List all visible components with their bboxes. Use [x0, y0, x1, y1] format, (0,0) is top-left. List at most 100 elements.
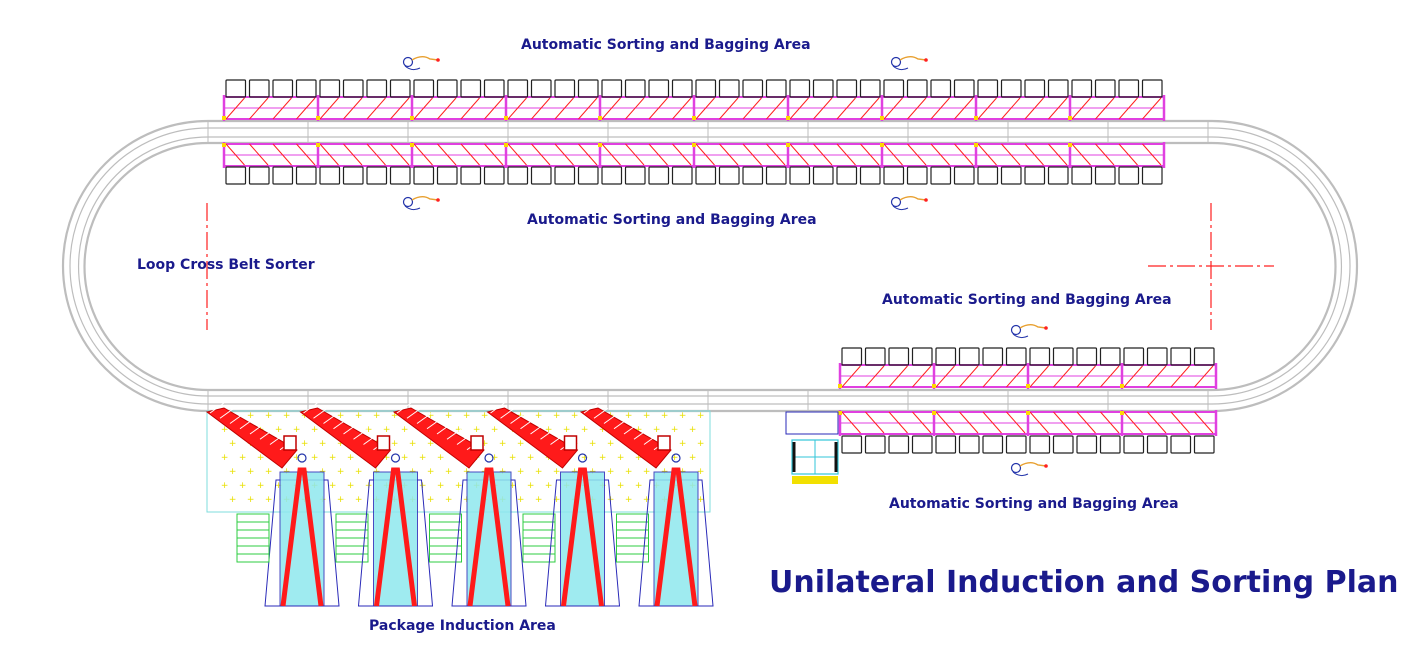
chute-diagonal	[865, 411, 885, 434]
floor-mark: +	[643, 467, 651, 477]
chute-diagonal	[935, 411, 955, 434]
chute-marker	[880, 143, 884, 147]
bag-slot	[1052, 347, 1074, 366]
floor-mark: +	[275, 481, 283, 491]
chute-diagonal	[930, 97, 950, 120]
chute-diagonal	[390, 97, 410, 120]
bag-slot	[742, 79, 764, 98]
chute-marker	[786, 143, 790, 147]
bag-slot	[413, 79, 435, 98]
stair-step	[236, 513, 270, 523]
bag-slot	[1193, 435, 1215, 454]
floor-mark: +	[293, 425, 301, 435]
floor-mark: +	[265, 411, 273, 421]
belt-roller	[643, 434, 659, 445]
area-label-middle: Automatic Sorting and Bagging Area	[527, 212, 817, 228]
belt-roller	[249, 423, 265, 435]
stair-step	[236, 545, 270, 555]
chute-bank-top-inner	[222, 142, 1166, 185]
chute-diagonal	[1123, 365, 1143, 388]
bag-slot	[1123, 435, 1145, 454]
belt-roller	[219, 407, 235, 419]
floor-mark: +	[337, 495, 345, 505]
stair-step	[335, 553, 369, 563]
bag-slot	[483, 166, 505, 185]
chute-diagonal	[1006, 365, 1026, 388]
floor-mark: +	[427, 411, 435, 421]
chute-diagonal	[742, 143, 762, 166]
bag-slot	[977, 166, 999, 185]
floor-mark: +	[653, 425, 661, 435]
bag-slot	[1029, 435, 1051, 454]
bag-slot	[648, 166, 670, 185]
chute-diagonal	[272, 143, 292, 166]
floor-mark: +	[383, 425, 391, 435]
floor-mark: +	[527, 453, 535, 463]
bag-slot	[1076, 435, 1098, 454]
chute-diagonal	[625, 97, 645, 120]
chute-diagonal	[390, 143, 410, 166]
station-funnel	[638, 479, 714, 607]
stair-step	[429, 521, 462, 531]
station-operator	[577, 453, 588, 463]
floor-mark: +	[355, 467, 363, 477]
station-control-box	[283, 435, 297, 451]
bag-slot	[342, 79, 364, 98]
chute-diagonal	[1147, 365, 1167, 388]
floor-mark: +	[679, 439, 687, 449]
belt-roller	[633, 428, 649, 440]
floor-mark: +	[427, 467, 435, 477]
belt-roller	[510, 413, 525, 424]
floor-mark: +	[257, 453, 265, 463]
chute-diagonal	[1095, 143, 1115, 166]
induction-stations: ++++++++++++++++++++++++++++++++++++++++…	[205, 402, 714, 607]
stair-step	[429, 537, 462, 547]
floor-mark: +	[229, 495, 237, 505]
chute-diagonal	[1170, 411, 1190, 434]
floor-mark: +	[373, 411, 381, 421]
floor-mark: +	[509, 453, 517, 463]
operator-hand	[924, 58, 928, 62]
station-operator	[297, 453, 307, 463]
bag-slot	[1141, 79, 1163, 98]
chute-diagonal	[531, 143, 551, 166]
floor-mark: +	[329, 481, 337, 491]
chute-diagonal	[1071, 143, 1091, 166]
chute-diagonal	[1071, 97, 1091, 120]
chute-diagonal	[554, 143, 574, 166]
floor-mark: +	[697, 439, 705, 449]
stair-step	[429, 513, 462, 523]
floor-mark: +	[419, 453, 427, 463]
chute-marker	[1068, 116, 1072, 120]
operator-icon	[1010, 462, 1048, 477]
bag-slot	[342, 166, 364, 185]
floor-mark: +	[337, 439, 345, 449]
floor-mark: +	[337, 467, 345, 477]
chute-diagonal	[1048, 143, 1068, 166]
chute-diagonal	[742, 97, 762, 120]
chute-bank-top-outer	[222, 79, 1166, 121]
operator-icon	[402, 196, 440, 211]
floor-mark: +	[445, 467, 453, 477]
chute-diagonal	[977, 143, 997, 166]
operator-icon	[890, 56, 928, 71]
floor-mark: +	[221, 425, 229, 435]
belt-roller	[363, 434, 378, 445]
floor-mark: +	[563, 425, 571, 435]
chute-diagonal	[912, 365, 932, 388]
floor-mark: +	[239, 453, 247, 463]
chute-diagonal	[766, 143, 786, 166]
bag-slot	[272, 166, 294, 185]
bag-slot	[436, 166, 458, 185]
stair-step	[335, 529, 369, 539]
bag-slot	[389, 79, 411, 98]
floor-mark: +	[239, 481, 247, 491]
operator-head	[1010, 462, 1022, 474]
bag-slot	[836, 79, 858, 98]
chute-diagonal	[531, 97, 551, 120]
chute-diagonal	[225, 97, 245, 120]
floor-mark: +	[247, 467, 255, 477]
stair-step	[616, 513, 649, 523]
stair-step	[616, 553, 649, 563]
